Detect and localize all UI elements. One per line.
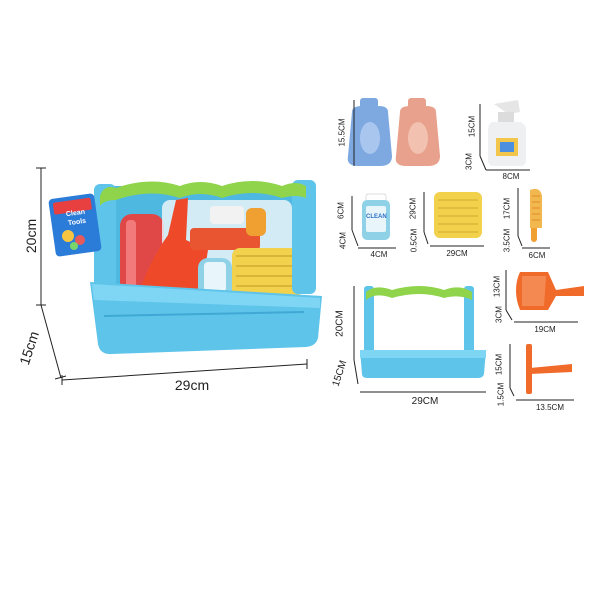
- main-width-dimension-line: [61, 359, 308, 385]
- basket-left-upright: [94, 184, 116, 294]
- brush: [530, 188, 542, 242]
- can-height-label: 6CM: [336, 202, 346, 219]
- sponge-width-label: 29CM: [446, 249, 468, 258]
- small-basket-height-label: 20CM: [334, 310, 346, 337]
- main-depth-dimension-line: [40, 304, 67, 380]
- spray-height-label: 15CM: [467, 115, 477, 138]
- dustpan-width-label: 19CM: [534, 325, 556, 334]
- spray-width-label: 8CM: [502, 172, 520, 181]
- can-text: CLEAN: [366, 214, 387, 220]
- squeegee-depth-label: 1.5CM: [496, 382, 506, 407]
- pink-bottle: [395, 98, 440, 166]
- squeegee-width-label: 13.5CM: [535, 403, 564, 412]
- sponge-height-label: 29CM: [408, 197, 418, 220]
- spray-depth-label: 3CM: [464, 153, 474, 170]
- small-basket: [360, 286, 486, 378]
- small-basket-width-label: 29CM: [411, 396, 439, 407]
- dustpan-height-label: 13CM: [492, 275, 502, 298]
- bottles-height-label: 15.5CM: [337, 118, 347, 147]
- dustpan: [516, 272, 584, 310]
- dustpan-depth-label: 3CM: [494, 306, 504, 323]
- hang-tag: [48, 193, 102, 257]
- basket-green-handle: [100, 181, 306, 206]
- sponge-depth-label: 0.5CM: [409, 228, 419, 253]
- squeegee-height-label: 15CM: [494, 353, 504, 376]
- brush-height-label: 17CM: [502, 197, 512, 220]
- sponge: [434, 192, 482, 238]
- spray-bottle: [488, 100, 526, 166]
- cleaner-can: [362, 193, 390, 240]
- blue-bottle: [347, 98, 392, 166]
- brush-depth-label: 3.5CM: [502, 228, 512, 253]
- main-width-label: 29cm: [174, 377, 210, 393]
- brush-width-label: 6CM: [528, 251, 546, 260]
- can-width-label: 4CM: [370, 250, 388, 259]
- orange-dustpan: [140, 198, 208, 304]
- orange-squeegee: [190, 228, 260, 250]
- basket-right-upright: [292, 180, 316, 294]
- squeegee: [526, 344, 572, 394]
- can-depth-label: 4CM: [338, 232, 348, 249]
